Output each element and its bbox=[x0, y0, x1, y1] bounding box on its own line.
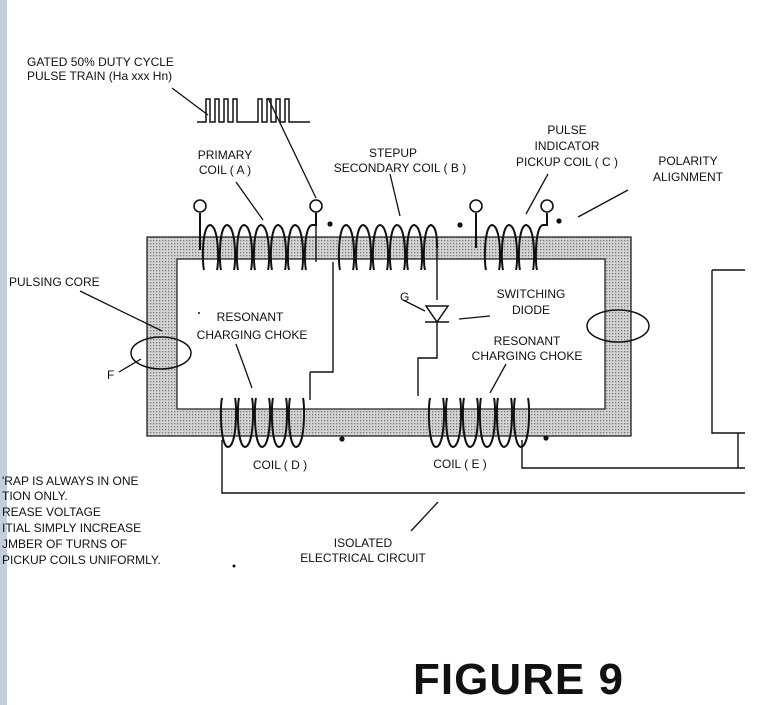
note-line-6: PICKUP COILS UNIFORMLY. bbox=[2, 553, 161, 567]
g-label: G bbox=[400, 290, 409, 304]
stepup-label-1: STEPUP bbox=[369, 146, 417, 160]
f-label: F bbox=[107, 368, 114, 382]
note-line-4: ITIAL SIMPLY INCREASE bbox=[2, 521, 141, 535]
isolated-circuit-label-1: ISOLATED bbox=[334, 536, 393, 550]
switching-diode-label-2: DIODE bbox=[512, 303, 550, 317]
choke-right-label-2: CHARGING CHOKE bbox=[472, 349, 583, 363]
figure-title: FIGURE 9 bbox=[413, 655, 624, 704]
primary-coil-label-2: COIL ( A ) bbox=[199, 163, 251, 177]
pulse-train-waveform bbox=[197, 98, 310, 123]
polarity-label-2: ALIGNMENT bbox=[653, 170, 724, 184]
secondary-coil-b bbox=[337, 223, 438, 271]
wiring bbox=[221, 212, 745, 494]
isolated-circuit-label-2: ELECTRICAL CIRCUIT bbox=[300, 551, 426, 565]
choke-left-label-2: CHARGING CHOKE bbox=[197, 328, 308, 342]
pickup-label-2: INDICATOR bbox=[535, 139, 600, 153]
pulse-train-label-2: PULSE TRAIN (Ha xxx Hn) bbox=[27, 69, 172, 83]
coil-e-label: COIL ( E ) bbox=[433, 457, 487, 471]
page-edge-bar bbox=[0, 0, 7, 705]
note-line-1: 'RAP IS ALWAYS IN ONE bbox=[2, 474, 139, 488]
choke-coil-d bbox=[219, 397, 306, 449]
pulsing-core bbox=[146, 236, 632, 437]
leader-lines bbox=[79, 87, 629, 532]
note-line-5: JMBER OF TURNS OF bbox=[2, 537, 127, 551]
pickup-label-3: PICKUP COIL ( C ) bbox=[516, 155, 618, 169]
pickup-label-1: PULSE bbox=[547, 123, 586, 137]
pulsing-core-label: PULSING CORE bbox=[9, 275, 100, 289]
core-ellipse-markers bbox=[130, 309, 650, 370]
choke-left-label-1: RESONANT bbox=[217, 310, 284, 324]
choke-right-label-1: RESONANT bbox=[494, 334, 561, 348]
primary-coil-label-1: PRIMARY bbox=[198, 148, 252, 162]
polarity-dots bbox=[198, 218, 562, 568]
pickup-coil-c bbox=[469, 199, 554, 271]
polarity-label-1: POLARITY bbox=[658, 154, 717, 168]
switching-diode-label-1: SWITCHING bbox=[497, 287, 566, 301]
choke-coil-e bbox=[427, 397, 531, 449]
stepup-label-2: SECONDARY COIL ( B ) bbox=[334, 161, 466, 175]
note-line-2: TION ONLY. bbox=[2, 489, 68, 503]
coil-d-label: COIL ( D ) bbox=[253, 458, 307, 472]
pulse-train-label-1: GATED 50% DUTY CYCLE bbox=[27, 55, 174, 69]
switching-diode bbox=[424, 305, 450, 324]
note-line-3: REASE VOLTAGE bbox=[2, 505, 101, 519]
primary-coil-a bbox=[193, 199, 323, 271]
